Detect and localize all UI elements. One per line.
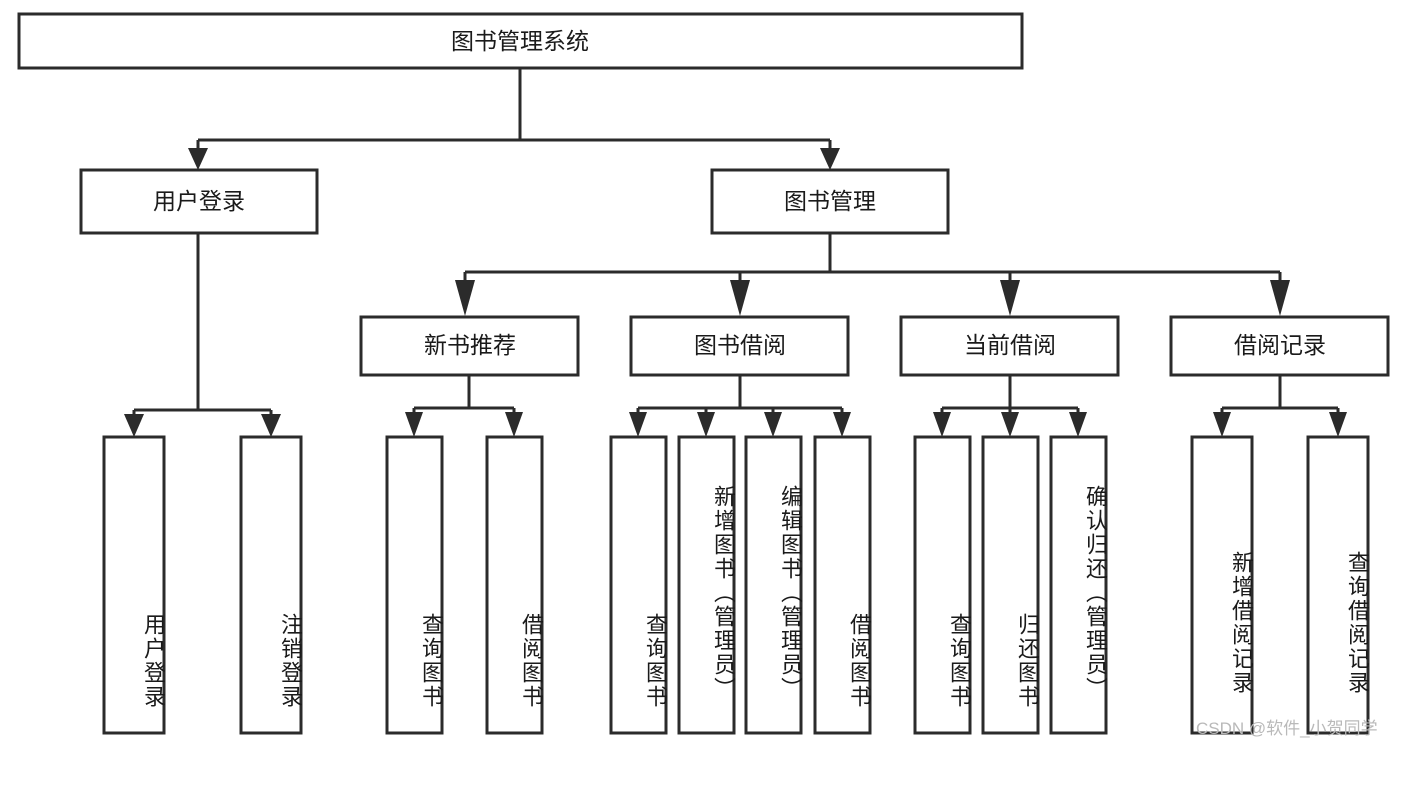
arrow-head-leaf-query-book-3 — [933, 412, 951, 437]
arrow-head-leaf-query-book-1 — [405, 412, 423, 437]
node-book-manage[interactable]: 图书管理 — [710, 168, 950, 235]
csdn-watermark: CSDN @软件_小贺同学 — [1196, 719, 1378, 738]
leaf-add-record-box[interactable] — [1190, 435, 1254, 735]
leaf-query-book-1-box[interactable] — [385, 435, 444, 735]
node-borrow-record-label: 借阅记录 — [1234, 332, 1326, 358]
arrow-head-leaf-query-book-2 — [629, 412, 647, 437]
node-root[interactable]: 图书管理系统 — [17, 12, 1024, 70]
node-new-book-recommend-box[interactable] — [359, 315, 580, 377]
node-current-borrow-box[interactable] — [899, 315, 1120, 377]
leaf-add-book-box[interactable] — [677, 435, 736, 735]
arrow-head-leaf-user-login — [124, 414, 144, 437]
leaf-query-record-box[interactable] — [1306, 435, 1370, 735]
leaf-user-logout-box[interactable] — [239, 435, 303, 735]
leaf-query-book-3-box[interactable] — [913, 435, 972, 735]
arrow-head-current-borrow — [1000, 280, 1020, 316]
node-book-manage-label: 图书管理 — [784, 188, 876, 214]
arrow-head-leaf-query-record — [1329, 412, 1347, 437]
arrow-head-user-login — [188, 148, 208, 170]
arrow-head-leaf-borrow-book-1 — [505, 412, 523, 437]
diagram-canvas: 图书管理系统 用户登录 图书管理 新书推荐 图书借阅 当前借阅 借阅记录 — [17, 12, 1390, 738]
leaf-borrow-book-2-box[interactable] — [813, 435, 872, 735]
node-current-borrow-label: 当前借阅 — [964, 332, 1056, 358]
node-current-borrow[interactable]: 当前借阅 — [899, 315, 1120, 377]
arrow-head-book-manage — [820, 148, 840, 170]
node-user-login[interactable]: 用户登录 — [79, 168, 319, 235]
arrow-head-leaf-confirm-return — [1069, 412, 1087, 437]
leaf-confirm-return-box[interactable] — [1049, 435, 1108, 735]
node-user-login-box[interactable] — [79, 168, 319, 235]
arrow-head-leaf-add-book — [697, 412, 715, 437]
leaf-borrow-book-1-box[interactable] — [485, 435, 544, 735]
leaf-edit-book-box[interactable] — [744, 435, 803, 735]
node-root-label: 图书管理系统 — [451, 28, 589, 54]
node-borrow-record-box[interactable] — [1169, 315, 1390, 377]
leaf-return-book-box[interactable] — [981, 435, 1040, 735]
node-user-login-label: 用户登录 — [153, 188, 245, 214]
arrow-head-leaf-borrow-book-2 — [833, 412, 851, 437]
arrow-head-borrow-record — [1270, 280, 1290, 316]
arrow-head-leaf-user-logout — [261, 414, 281, 437]
arrow-head-leaf-return-book — [1001, 412, 1019, 437]
node-book-borrow-box[interactable] — [629, 315, 850, 377]
node-book-borrow[interactable]: 图书借阅 — [629, 315, 850, 377]
connectors-group — [124, 68, 1347, 437]
node-borrow-record[interactable]: 借阅记录 — [1169, 315, 1390, 377]
node-root-box[interactable] — [17, 12, 1024, 70]
arrow-head-new-book-recommend — [455, 280, 475, 316]
node-new-book-recommend[interactable]: 新书推荐 — [359, 315, 580, 377]
arrow-head-leaf-add-record — [1213, 412, 1231, 437]
node-book-borrow-label: 图书借阅 — [694, 332, 786, 358]
leaf-user-login-box[interactable] — [102, 435, 166, 735]
leaf-query-book-2-box[interactable] — [609, 435, 668, 735]
arrow-head-book-borrow — [730, 280, 750, 316]
node-new-book-recommend-label: 新书推荐 — [424, 332, 516, 358]
arrow-head-leaf-edit-book — [764, 412, 782, 437]
flowchart-svg: 图书管理系统 用户登录 图书管理 新书推荐 图书借阅 当前借阅 借阅记录 — [17, 12, 1390, 735]
node-book-manage-box[interactable] — [710, 168, 950, 235]
leaf-boxes-group — [102, 435, 1370, 735]
